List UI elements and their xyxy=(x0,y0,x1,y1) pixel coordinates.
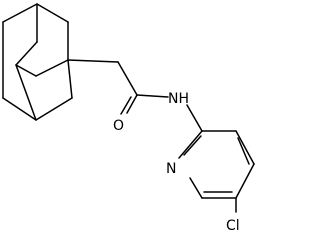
bond xyxy=(126,94,138,114)
oxygen-label: O xyxy=(113,118,124,134)
pyridine-ring xyxy=(178,130,255,213)
bond xyxy=(67,59,73,99)
ring-nitrogen-label: N xyxy=(166,161,176,177)
bond xyxy=(235,130,255,165)
bond xyxy=(35,97,73,121)
bond xyxy=(36,3,69,23)
chlorine-label: Cl xyxy=(226,218,240,234)
bond xyxy=(2,97,37,121)
bond xyxy=(35,59,69,77)
bond xyxy=(136,94,169,98)
bond xyxy=(237,137,250,165)
bond xyxy=(15,64,37,121)
molecule-drawing: O NH N Cl xyxy=(2,3,255,234)
bond xyxy=(120,96,132,115)
amide-nitrogen-label: NH xyxy=(168,91,189,107)
bond xyxy=(186,104,203,132)
bond xyxy=(235,163,255,199)
bond xyxy=(67,59,119,63)
bond xyxy=(189,177,203,199)
bond xyxy=(15,41,38,66)
bond xyxy=(15,64,37,77)
bond xyxy=(2,3,38,23)
bond xyxy=(183,135,202,156)
adamantane-cage xyxy=(2,3,73,121)
bond xyxy=(117,61,138,96)
bond xyxy=(178,130,203,159)
structure-diagram: O NH N Cl xyxy=(2,3,255,234)
acetamide-linker xyxy=(67,59,203,132)
